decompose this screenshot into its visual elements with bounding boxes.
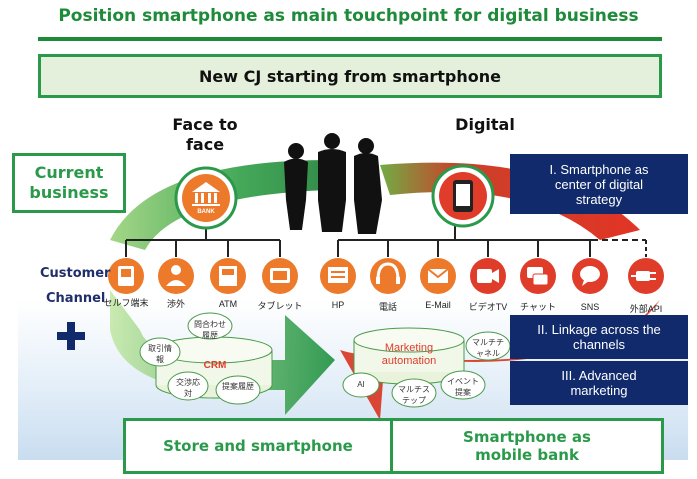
current-business-box: Current business bbox=[12, 153, 126, 213]
speech-bubble-icon bbox=[572, 258, 608, 294]
channel-icons bbox=[108, 258, 664, 294]
page-title: Position smartphone as main touchpoint f… bbox=[58, 6, 639, 26]
channel-label: Channel bbox=[46, 291, 106, 306]
channel-label-tablet: タブレット bbox=[257, 301, 303, 311]
channel-label-api: 外部API bbox=[629, 304, 663, 314]
chat-icon bbox=[520, 258, 556, 294]
marketing-automation-label: Marketing automation bbox=[381, 342, 437, 367]
mobile-bank-label: Smartphone as mobile bank bbox=[463, 428, 591, 464]
strategy-box-2-label: II. Linkage across the channels bbox=[537, 322, 661, 352]
plus-icon bbox=[57, 322, 85, 350]
atm-icon bbox=[210, 258, 246, 294]
bank-sign: BANK bbox=[197, 209, 215, 215]
headset-icon bbox=[370, 258, 406, 294]
person-icon bbox=[158, 258, 194, 294]
bank-icon: BANK bbox=[174, 166, 238, 230]
strategy-box-3-label: III. Advanced marketing bbox=[561, 368, 637, 398]
ma-bubble-multichannel: マルチチャネル bbox=[472, 338, 504, 358]
webpage-icon bbox=[320, 258, 356, 294]
smartphone-icon bbox=[431, 164, 495, 228]
strategy-box-smartphone-center: I. Smartphone as center of digital strat… bbox=[510, 154, 688, 214]
crm-bubble-negotiation: 交渉応対 bbox=[176, 378, 200, 398]
channel-label-sales: 渉外 bbox=[166, 299, 185, 309]
channel-label-sns: SNS bbox=[580, 302, 600, 312]
green-lower-band bbox=[110, 290, 335, 415]
channel-label-phone: 電話 bbox=[378, 302, 397, 312]
ma-bubble-multistep: マルチステップ bbox=[398, 385, 430, 405]
red-lower-sweep bbox=[340, 300, 660, 420]
kiosk-icon bbox=[108, 258, 144, 294]
ma-bubble-event: イベント提案 bbox=[447, 377, 479, 397]
face-to-face-label: Face to face bbox=[172, 115, 238, 154]
subtitle-banner: New CJ starting from smartphone bbox=[38, 54, 662, 98]
store-and-smartphone-box: Store and smartphone bbox=[123, 418, 393, 474]
store-and-smartphone-label: Store and smartphone bbox=[163, 437, 353, 455]
current-business-label: Current business bbox=[29, 163, 109, 202]
crm-bubble-transaction: 取引情報 bbox=[148, 344, 172, 364]
strategy-box-1-label: I. Smartphone as center of digital strat… bbox=[549, 161, 649, 207]
crm-bubble-inquiry: 問合わせ履歴 bbox=[194, 320, 226, 340]
ma-bubble-ai: AI bbox=[357, 380, 365, 389]
title-rule bbox=[38, 37, 662, 41]
channel-label-chat: チャット bbox=[520, 302, 556, 312]
green-arc bbox=[110, 160, 330, 250]
channel-label-email: E-Mail bbox=[425, 300, 451, 310]
crm-bubble-proposal: 提案履歴 bbox=[222, 382, 254, 391]
channel-label-atm: ATM bbox=[218, 299, 238, 309]
channel-label-hp: HP bbox=[331, 300, 345, 310]
channel-label-video: ビデオTV bbox=[468, 302, 508, 312]
mail-icon bbox=[420, 258, 456, 294]
strategy-box-advanced-marketing: III. Advanced marketing bbox=[510, 361, 688, 405]
mobile-bank-box: Smartphone as mobile bank bbox=[390, 418, 664, 474]
digital-label: Digital bbox=[455, 115, 515, 134]
subtitle-text: New CJ starting from smartphone bbox=[199, 66, 501, 86]
crm-label: CRM bbox=[203, 360, 227, 371]
tablet-icon bbox=[262, 258, 298, 294]
customer-label: Customer bbox=[40, 266, 111, 281]
plug-icon bbox=[628, 258, 664, 294]
marketing-database-icon bbox=[353, 327, 465, 385]
video-icon bbox=[470, 258, 506, 294]
people-silhouettes-icon bbox=[284, 133, 382, 234]
channel-label-kiosk: セルフ端末 bbox=[103, 298, 149, 308]
strategy-box-linkage: II. Linkage across the channels bbox=[510, 315, 688, 359]
